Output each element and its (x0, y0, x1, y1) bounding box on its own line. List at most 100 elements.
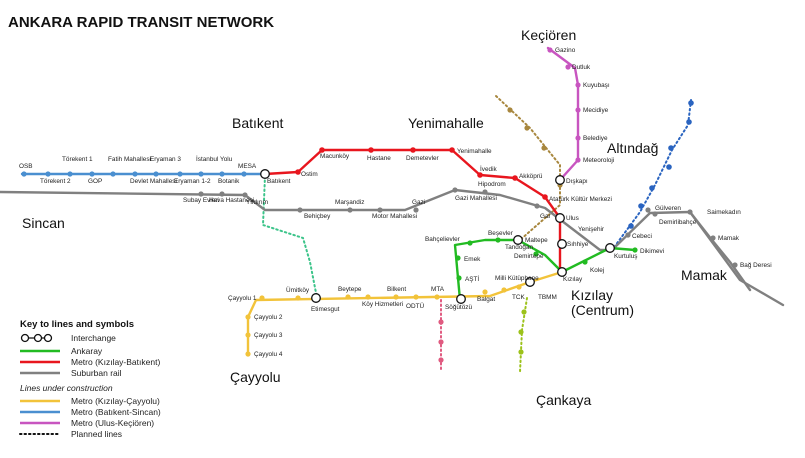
station-torekent-2 (45, 171, 51, 177)
label-etimesgut: Etimesgut (311, 306, 340, 313)
label-eryaman-12: Eryaman 1-2 (174, 178, 211, 185)
label-balgat: Balgat (477, 296, 495, 303)
label-tbmm: TBMM (538, 294, 557, 301)
station-meteoroloji (575, 157, 581, 163)
label-fatih: Fatih Mahallesi (108, 156, 151, 163)
station-tck (516, 284, 522, 290)
label-kurtulus: Kurtuluş (614, 253, 637, 260)
station-subay-evleri (198, 191, 204, 197)
label-odtu: ODTÜ (406, 302, 424, 310)
station-mamak (710, 235, 716, 241)
station-cebeci (625, 232, 631, 238)
planned-station-blue-1 (688, 100, 694, 106)
station-motor-mahallesi (377, 207, 383, 213)
station-milli-kutuphane (501, 287, 507, 293)
station-fatih (110, 171, 116, 177)
station-dikimevi (632, 247, 638, 253)
label-ostim: Ostim (301, 171, 318, 178)
label-macunkoy: Macunköy (320, 153, 350, 160)
planned-line-teal (262, 175, 318, 299)
label-bilkent: Bilkent (387, 286, 406, 293)
station-gulveren (645, 207, 651, 213)
station-besevler (495, 237, 501, 243)
station-labels: OSB Törekent 2 Törekent 1 GOP Fatih Maha… (19, 47, 772, 358)
label-yildirim: Yıldırım (246, 199, 268, 206)
label-demirlibahce: Demirlibahçe (659, 219, 697, 226)
planned-station-blue-6 (638, 203, 644, 209)
label-hava-hastanesi: Hava Hastanesi (209, 197, 254, 204)
legend-heading: Key to lines and symbols (20, 319, 134, 330)
label-yenimahalle: Yenimahalle (457, 148, 492, 155)
suburban-line-mamak (688, 210, 752, 292)
station-ataturk-kultur (542, 194, 548, 200)
station-hava-hastanesi (219, 191, 225, 197)
label-saimekadin: Saimekadın (707, 209, 741, 216)
planned-station-pink-1 (438, 319, 444, 325)
interchange-eryaman (311, 293, 321, 303)
district-kizilay-1: Kızılay (571, 287, 613, 303)
label-gulveren: Gülveren (655, 205, 681, 212)
planned-station-lime-3 (518, 349, 524, 355)
station-kolej (582, 259, 588, 265)
station-marsandiz (347, 207, 353, 213)
station-kuyubasi (575, 82, 581, 88)
label-besevler: Beşevler (488, 230, 514, 237)
label-ulus: Ulus (566, 215, 579, 222)
label-gazi-mahallesi: Gazi Mahallesi (455, 195, 497, 202)
station-demetevler (410, 147, 416, 153)
interchange-batikent (260, 169, 270, 179)
interchange-maltepe (513, 235, 523, 245)
label-maltepe: Maltepe (525, 237, 548, 244)
planned-line-lime (519, 297, 528, 373)
station-mecidiye (575, 107, 581, 113)
label-tck: TCK (512, 294, 526, 301)
label-umitkoy: Ümitköy (286, 286, 310, 294)
legend-interchange-label: Interchange (71, 333, 116, 343)
district-kecioren: Keçiören (521, 27, 576, 43)
label-torekent-2: Törekent 2 (40, 178, 71, 185)
label-gop: GOP (88, 178, 102, 185)
district-cankaya: Çankaya (536, 392, 591, 408)
station-bag-deresi (732, 262, 738, 268)
station-behicbey (297, 207, 303, 213)
planned-station-blue-7 (628, 223, 634, 229)
label-torekent-1: Törekent 1 (62, 156, 93, 163)
label-sogutozu: Söğütözü (445, 304, 472, 311)
label-ataturk-kultur: Atatürk Kültür Merkezi (549, 196, 612, 203)
district-yenimahalle: Yenimahalle (408, 115, 484, 131)
label-emek: Emek (464, 256, 481, 263)
label-mta: MTA (431, 286, 445, 293)
interchange-ulus (555, 213, 565, 223)
label-akkopru: Akköprü (519, 173, 543, 180)
interchange-tbmm (525, 277, 535, 287)
district-kizilay-2: (Centrum) (571, 302, 634, 318)
planned-station-blue-2 (686, 119, 692, 125)
station-ivedik (477, 172, 483, 178)
label-hipodrom: Hipodrom (478, 181, 506, 188)
interchange-sihhiye (557, 239, 567, 249)
label-dutluk: Dutluk (572, 64, 591, 71)
planned-station-brown-2 (524, 125, 530, 131)
legend-suburban-label: Suburban rail (71, 368, 122, 378)
planned-station-brown-1 (507, 107, 513, 113)
station-belediye (575, 135, 581, 141)
label-kolej: Kolej (590, 267, 604, 274)
station-balgat (482, 289, 488, 295)
station-saimekadin (687, 209, 693, 215)
label-mecidiye: Mecidiye (583, 107, 609, 114)
legend-ankaray-label: Ankaray (71, 346, 103, 356)
station-gazino (547, 47, 553, 53)
station-gar (534, 203, 540, 209)
planned-station-pink-3 (438, 357, 444, 363)
station-mta (434, 294, 440, 300)
legend-metro-kb-label: Metro (Kızılay-Batıkent) (71, 357, 160, 367)
legend: Key to lines and symbols Interchange Ank… (19, 319, 161, 439)
station-asti (456, 275, 462, 281)
legend-metro-uk-label: Metro (Ulus-Keçiören) (71, 418, 154, 428)
label-dikimevi: Dikimevi (640, 248, 664, 255)
label-beytepe: Beytepe (338, 286, 362, 293)
label-koy-hizmetleri: Köy Hizmetleri (362, 301, 403, 308)
legend-metro-bs-label: Metro (Batıkent-Sincan) (71, 407, 161, 417)
planned-station-blue-3 (668, 145, 674, 151)
station-yildirim (242, 192, 248, 198)
